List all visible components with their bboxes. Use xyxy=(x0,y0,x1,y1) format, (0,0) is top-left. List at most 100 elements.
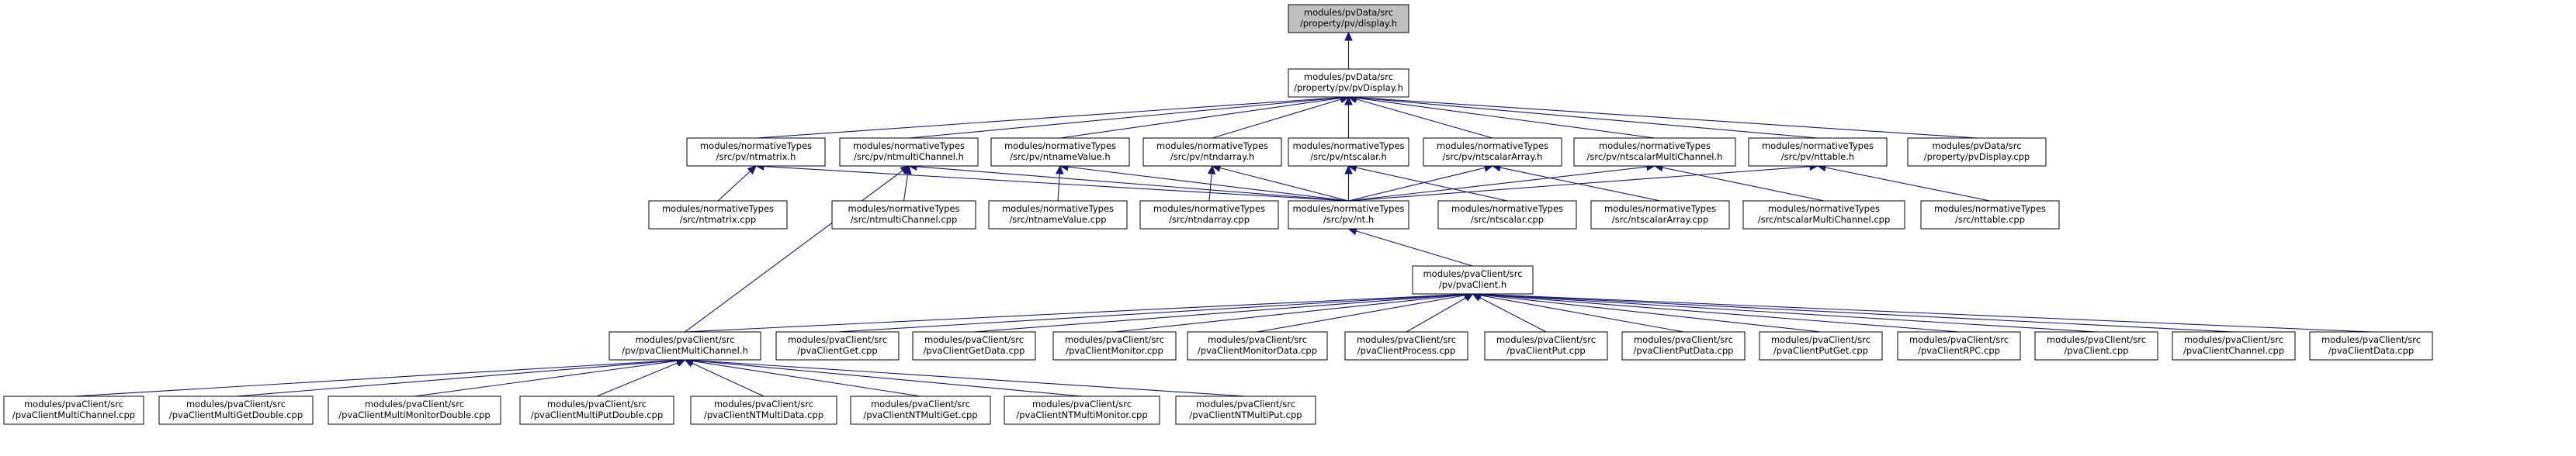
node-pva-client-monitor-data-cpp[interactable]: modules/pvaClient/src/pvaClientMonitorDa… xyxy=(1187,331,1328,361)
node-ntscalar-h[interactable]: modules/normativeTypes/src/pv/ntscalar.h xyxy=(1288,137,1409,167)
node-label-line1: modules/pvaClient/src xyxy=(1357,334,1456,345)
node-label-line1: modules/pvaClient/src xyxy=(1208,334,1307,345)
node-ntscalar-cpp[interactable]: modules/normativeTypes/src/ntscalar.cpp xyxy=(1437,200,1577,230)
node-box xyxy=(1920,200,2060,230)
node-pva-client-get-data-cpp[interactable]: modules/pvaClient/src/pvaClientGetData.c… xyxy=(912,331,1036,361)
node-label-line1: modules/pvaClient/src xyxy=(186,399,286,409)
node-label-line1: modules/normativeTypes xyxy=(1599,140,1711,151)
node-pva-client-channel-cpp[interactable]: modules/pvaClient/src/pvaClientChannel.c… xyxy=(2172,331,2296,361)
edge-pva-client-multi-put-double-cpp-to-pva-client-multi-channel-h xyxy=(596,359,686,397)
node-box xyxy=(1412,265,1534,295)
node-label-line2: /pv/pvaClientMultiChannel.h xyxy=(622,345,748,356)
node-ntmatrix-cpp[interactable]: modules/normativeTypes/src/ntmatrix.cpp xyxy=(648,200,788,230)
node-label-line2: /pvaClientPutData.cpp xyxy=(1634,345,1734,356)
node-label-line1: modules/pvaClient/src xyxy=(1032,399,1132,409)
node-pva-client-ntmulti-get-cpp[interactable]: modules/pvaClient/src/pvaClientNTMultiGe… xyxy=(850,396,991,425)
node-label-line2: /src/ntnameValue.cpp xyxy=(1009,214,1106,225)
node-label-line2: /src/ntscalar.cpp xyxy=(1471,214,1544,225)
node-pva-client-ntmulti-put-cpp[interactable]: modules/pvaClient/src/pvaClientNTMultiPu… xyxy=(1175,396,1316,425)
node-nt-h[interactable]: modules/normativeTypes/src/pv/nt.h xyxy=(1288,200,1409,230)
edge-pva-client-get-cpp-to-pva-client-h xyxy=(837,290,1474,333)
node-pva-client-data-cpp[interactable]: modules/pvaClient/src/pvaClientData.cpp xyxy=(2309,331,2433,361)
node-box xyxy=(2034,331,2158,361)
node-pva-client-ntmulti-data-cpp[interactable]: modules/pvaClient/src/pvaClientNTMultiDa… xyxy=(690,396,837,425)
node-nttable-h[interactable]: modules/normativeTypes/src/pv/nttable.h xyxy=(1748,137,1888,167)
node-label-line2: /pvaClientGetData.cpp xyxy=(924,345,1025,356)
node-box xyxy=(1759,331,1883,361)
node-ntmulti-channel-cpp[interactable]: modules/normativeTypes/src/ntmultiChanne… xyxy=(831,200,976,230)
edge-pva-client-cpp-to-pva-client-h xyxy=(1472,290,2097,333)
node-pva-client-put-data-cpp[interactable]: modules/pvaClient/src/pvaClientPutData.c… xyxy=(1621,331,1746,361)
node-box xyxy=(1437,200,1577,230)
edge-nt-h-to-ntscalar-multi-channel-h xyxy=(1348,162,1656,202)
node-pva-client-multi-channel-h[interactable]: modules/pvaClient/src/pv/pvaClientMultiC… xyxy=(608,331,761,361)
node-pva-client-multi-channel-cpp[interactable]: modules/pvaClient/src/pvaClientMultiChan… xyxy=(3,396,144,425)
node-ntscalar-multi-channel-cpp[interactable]: modules/normativeTypes/src/ntscalarMulti… xyxy=(1742,200,1905,230)
node-label-line1: modules/normativeTypes xyxy=(1153,203,1265,214)
node-ntmatrix-h[interactable]: modules/normativeTypes/src/pv/ntmatrix.h xyxy=(686,137,826,167)
node-label-line1: modules/pvaClient/src xyxy=(1423,268,1522,279)
node-pv-display-h[interactable]: modules/pvData/src/property/pv/pvDisplay… xyxy=(1288,68,1409,98)
node-ntndarray-cpp[interactable]: modules/normativeTypes/src/ntndarray.cpp xyxy=(1139,200,1279,230)
node-ntname-value-h[interactable]: modules/normativeTypes/src/pv/ntnameValu… xyxy=(990,137,1130,167)
node-label-line1: modules/pvaClient/src xyxy=(871,399,970,409)
node-label-line1: modules/pvaClient/src xyxy=(635,334,734,345)
node-pva-client-h[interactable]: modules/pvaClient/src/pv/pvaClient.h xyxy=(1412,265,1534,295)
node-pva-client-multi-get-double-cpp[interactable]: modules/pvaClient/src/pvaClientMultiGetD… xyxy=(158,396,314,425)
node-ntscalar-multi-channel-h[interactable]: modules/normativeTypes/src/pv/ntscalarMu… xyxy=(1573,137,1736,167)
node-label-line2: /src/pv/ntmultiChannel.h xyxy=(854,151,964,162)
node-label-line1: modules/normativeTypes xyxy=(1292,140,1404,151)
node-ntname-value-cpp[interactable]: modules/normativeTypes/src/ntnameValue.c… xyxy=(988,200,1128,230)
node-label-line2: /pvaClientPut.cpp xyxy=(1506,345,1585,356)
node-pva-client-monitor-cpp[interactable]: modules/pvaClient/src/pvaClientMonitor.c… xyxy=(1052,331,1177,361)
node-label-line1: modules/pvaClient/src xyxy=(788,334,887,345)
node-pva-client-rpc-cpp[interactable]: modules/pvaClient/src/pvaClientRPC.cpp xyxy=(1897,331,2021,361)
edges-layer xyxy=(73,31,2372,397)
node-box xyxy=(988,200,1128,230)
node-pva-client-multi-monitor-double-cpp[interactable]: modules/pvaClient/src/pvaClientMultiMoni… xyxy=(328,396,501,425)
node-label-line2: /pv/pvaClient.h xyxy=(1439,279,1506,290)
edge-nt-h-to-ntscalar-h xyxy=(1344,164,1353,201)
node-label-line2: /src/pv/ntscalarMultiChannel.h xyxy=(1587,151,1723,162)
node-ntndarray-h[interactable]: modules/normativeTypes/src/pv/ntndarray.… xyxy=(1142,137,1282,167)
edge-nt-h-to-ntname-value-h xyxy=(1059,163,1349,202)
node-box xyxy=(990,137,1130,167)
node-pva-client-cpp[interactable]: modules/pvaClient/src/pvaClient.cpp xyxy=(2034,331,2158,361)
node-label-line2: /pvaClientMultiPutDouble.cpp xyxy=(531,409,663,420)
node-pva-client-process-cpp[interactable]: modules/pvaClient/src/pvaClientProcess.c… xyxy=(1344,331,1468,361)
node-label-line1: modules/normativeTypes xyxy=(853,140,965,151)
node-box xyxy=(1590,200,1730,230)
node-label-line2: /src/pv/nt.h xyxy=(1323,214,1374,225)
node-box xyxy=(1907,137,2047,167)
node-pva-client-put-get-cpp[interactable]: modules/pvaClient/src/pvaClientPutGet.cp… xyxy=(1759,331,1883,361)
node-label-line2: /src/pv/nttable.h xyxy=(1781,151,1854,162)
node-label-line1: modules/normativeTypes xyxy=(1002,203,1114,214)
node-label-line2: /src/pv/ntmatrix.h xyxy=(716,151,796,162)
node-label-line2: /src/pv/ntscalarArray.h xyxy=(1443,151,1543,162)
node-box xyxy=(3,396,144,425)
edge-ntndarray-cpp-to-ntndarray-h xyxy=(1207,164,1216,202)
node-label-line2: /pvaClientNTMultiData.cpp xyxy=(704,409,823,420)
edge-pv-display-cpp-to-pv-display-h xyxy=(1347,93,1978,139)
node-nttable-cpp[interactable]: modules/normativeTypes/src/nttable.cpp xyxy=(1920,200,2060,230)
edge-pva-client-h-to-nt-h xyxy=(1347,226,1473,267)
node-ntscalar-array-h[interactable]: modules/normativeTypes/src/pv/ntscalarAr… xyxy=(1423,137,1562,167)
node-label-line1: modules/normativeTypes xyxy=(1604,203,1716,214)
node-pv-display-cpp[interactable]: modules/pvData/src/property/pvDisplay.cp… xyxy=(1907,137,2047,167)
node-ntscalar-array-cpp[interactable]: modules/normativeTypes/src/ntscalarArray… xyxy=(1590,200,1730,230)
node-pva-client-ntmulti-monitor-cpp[interactable]: modules/pvaClient/src/pvaClientNTMultiMo… xyxy=(1004,396,1160,425)
node-box xyxy=(1573,137,1736,167)
node-box xyxy=(1897,331,2021,361)
node-ntmulti-channel-h[interactable]: modules/normativeTypes/src/pv/ntmultiCha… xyxy=(839,137,979,167)
edge-nt-h-to-nttable-h xyxy=(1348,162,1819,202)
node-pva-client-multi-put-double-cpp[interactable]: modules/pvaClient/src/pvaClientMultiPutD… xyxy=(519,396,674,425)
arrowhead-icon xyxy=(900,165,910,174)
arrowhead-icon xyxy=(1463,293,1474,302)
node-label-line1: modules/normativeTypes xyxy=(700,140,812,151)
node-box xyxy=(2309,331,2433,361)
node-pva-client-put-cpp[interactable]: modules/pvaClient/src/pvaClientPut.cpp xyxy=(1484,331,1608,361)
node-label-line2: /pvaClientMultiChannel.cpp xyxy=(12,409,135,420)
arrowhead-icon xyxy=(747,165,757,174)
node-label-line1: modules/normativeTypes xyxy=(1762,140,1874,151)
node-pva-client-get-cpp[interactable]: modules/pvaClient/src/pvaClientGet.cpp xyxy=(775,331,900,361)
